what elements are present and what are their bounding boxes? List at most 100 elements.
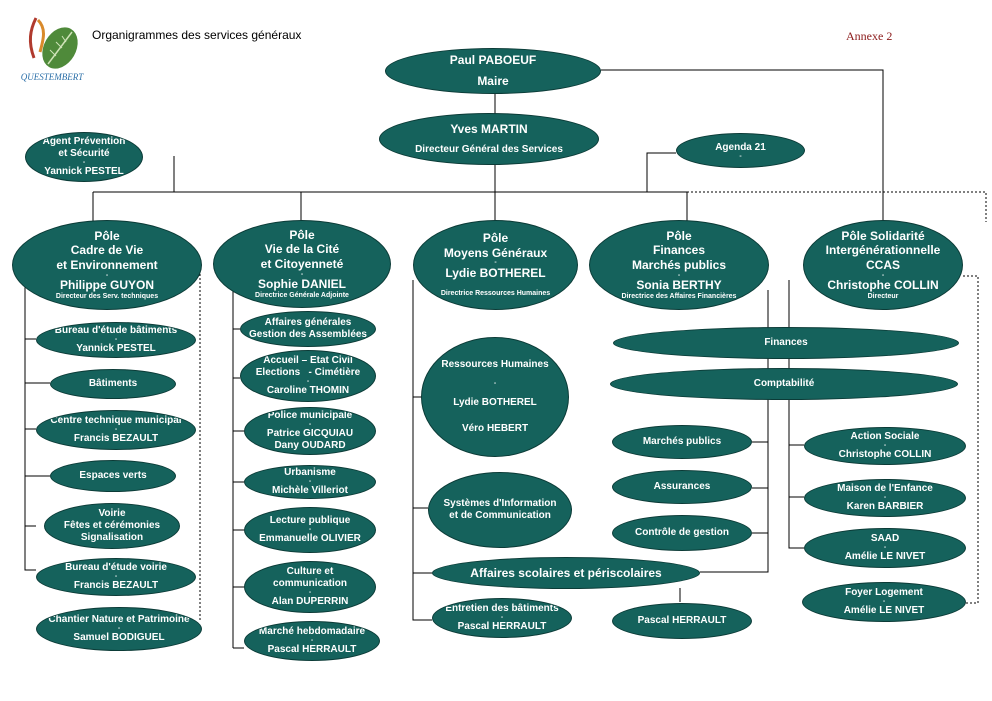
service-person: Lydie BOTHEREL: [453, 396, 537, 408]
agent-title-2: et Sécurité: [58, 148, 110, 160]
service-title: Maison de l'Enfance: [837, 483, 933, 495]
service-person: Michèle Villeriot: [272, 484, 348, 496]
chantier-nature-patrimoine: Chantier Nature et Patrimoine - Samuel B…: [36, 607, 202, 651]
questembert-logo: QUESTEMBERT: [21, 17, 84, 82]
service-title: Marché hebdomadaire: [258, 626, 366, 638]
action-sociale: Action Sociale - Christophe COLLIN: [804, 427, 966, 465]
service-title: Espaces verts: [79, 469, 147, 481]
pole-finances-name: Sonia BERTHY: [636, 278, 722, 293]
foyer-logement: Foyer Logement - Amélie LE NIVET: [802, 582, 966, 622]
comptabilite-service: Comptabilité: [610, 368, 958, 400]
agenda21-node: Agenda 21 -: [676, 133, 805, 168]
affaires-generales: Affaires générales Gestion des Assemblée…: [240, 311, 376, 347]
maire-name: Paul PABOEUF: [449, 53, 537, 68]
service-person: Amélie LE NIVET: [843, 604, 925, 616]
separator: -: [883, 494, 887, 502]
pole-solidarite-l2: Intergénérationnelle: [825, 243, 941, 258]
maison-enfance: Maison de l'Enfance - Karen BARBIER: [804, 479, 966, 517]
service-title: Foyer Logement: [845, 587, 923, 599]
annexe-label: Annexe 2: [846, 29, 893, 43]
lecture-publique: Lecture publique - Emmanuelle OLIVIER: [244, 507, 376, 553]
pole-finances: Pôle Finances Marchés publics - Sonia BE…: [589, 220, 769, 310]
service-person: Francis BEZAULT: [73, 579, 159, 591]
service-title-2: et de Communication: [449, 510, 551, 521]
police-municipale: Police municipale - Patrice GICQUIAU Dan…: [244, 407, 376, 455]
pole-cite-name: Sophie DANIEL: [257, 277, 346, 292]
centre-technique-municipal: Centre technique municipal - Francis BEZ…: [36, 410, 196, 450]
service-person: Caroline THOMIN: [266, 384, 350, 396]
service-title: Urbanisme: [284, 467, 336, 479]
voirie: Voirie Fêtes et cérémonies Signalisation: [44, 503, 180, 549]
bureau-etude-voirie: Bureau d'étude voirie - Francis BEZAULT: [36, 558, 196, 596]
ressources-humaines: Ressources Humaines - Lydie BOTHEREL Vér…: [421, 337, 569, 457]
separator: -: [82, 159, 86, 167]
separator: -: [308, 589, 312, 597]
service-person: Pascal HERRAULT: [267, 643, 357, 655]
separator: -: [105, 271, 109, 279]
finances-service: Finances: [613, 327, 959, 359]
service-title: Bureau d'étude bâtiments: [54, 325, 178, 337]
service-title-2: Gestion des Assemblées: [248, 329, 367, 340]
service-title: Assurances: [653, 480, 711, 492]
service-title: Lecture publique: [269, 515, 351, 527]
accueil-etat-civil: Accueil – Etat Civil Elections - Cimétiè…: [240, 350, 376, 402]
systemes-information: Systèmes d'Information et de Communicati…: [428, 472, 572, 548]
pole-moyens-l2: Moyens Généraux: [443, 245, 548, 260]
separator: -: [882, 598, 886, 606]
pole-cadre-de-vie: Pôle Cadre de Vie et Environnement - Phi…: [12, 220, 202, 310]
service-title: Affaires générales: [264, 316, 352, 328]
agent-name: Yannick PESTEL: [44, 165, 124, 177]
separator: -: [494, 259, 497, 267]
service-person: Samuel BODIGUEL: [73, 631, 165, 643]
service-title: Bâtiments: [88, 377, 138, 389]
service-title: SAAD: [870, 533, 900, 545]
separator: -: [739, 152, 742, 160]
separator: -: [306, 378, 310, 386]
service-title: Systèmes d'Information: [443, 497, 557, 509]
service-person: Emmanuelle OLIVIER: [259, 532, 361, 544]
agent-title-1: Agent Prévention: [42, 135, 126, 147]
service-title-2: Fêtes et cérémonies: [63, 519, 161, 531]
pole-finances-l2: Finances: [652, 243, 706, 258]
saad: SAAD - Amélie LE NIVET: [804, 528, 966, 568]
service-title: Police municipale: [267, 409, 353, 421]
pole-cadre-l1: Pôle: [94, 228, 120, 243]
culture-communication: Culture et communication - Alan DUPERRIN: [244, 561, 376, 613]
service-title: Centre technique municipal: [50, 415, 182, 427]
separator: -: [308, 526, 312, 534]
pascal-herrault-node: Pascal HERRAULT: [612, 603, 752, 639]
separator: -: [114, 573, 118, 581]
service-person: Christophe COLLIN: [838, 448, 932, 460]
pole-solidarite-role: Directeur: [867, 292, 899, 300]
pole-cadre-role: Directeur des Serv. techniques: [55, 292, 159, 300]
separator: -: [500, 614, 504, 622]
separator: -: [117, 625, 121, 633]
service-title: Bureau d'étude voirie: [65, 562, 167, 574]
service-person: Alan DUPERRIN: [271, 595, 349, 607]
pole-moyens-generaux: Pôle Moyens Généraux - Lydie BOTHEREL Di…: [413, 220, 578, 310]
pole-moyens-name: Lydie BOTHEREL: [445, 265, 546, 280]
dgs-node: Yves MARTIN Directeur Général des Servic…: [379, 113, 599, 165]
separator: -: [883, 544, 887, 552]
pole-vie-cite: Pôle Vie de la Cité et Citoyenneté - Sop…: [213, 220, 391, 308]
espaces-verts: Espaces verts: [50, 460, 176, 492]
separator: -: [881, 271, 885, 279]
service-title: Action Sociale: [850, 431, 920, 443]
pole-cite-l3: et Citoyenneté: [260, 256, 344, 271]
maire-role: Maire: [477, 74, 509, 88]
separator: -: [114, 426, 118, 434]
service-person: Yannick PESTEL: [76, 342, 156, 354]
dgs-name: Yves MARTIN: [450, 121, 528, 136]
pole-cite-l2: Vie de la Cité: [264, 242, 340, 257]
pole-cadre-l2: Cadre de Vie: [70, 243, 144, 258]
separator: -: [114, 336, 118, 344]
controle-gestion-service: Contrôle de gestion: [612, 515, 752, 551]
service-person: Pascal HERRAULT: [637, 614, 727, 626]
service-title: Contrôle de gestion: [635, 526, 729, 538]
service-title: Comptabilité: [753, 377, 815, 389]
entretien-batiments: Entretien des bâtiments - Pascal HERRAUL…: [432, 598, 572, 638]
pole-moyens-role: Directrice Ressources Humaines: [440, 290, 551, 298]
service-title-3: Signalisation: [80, 532, 144, 544]
